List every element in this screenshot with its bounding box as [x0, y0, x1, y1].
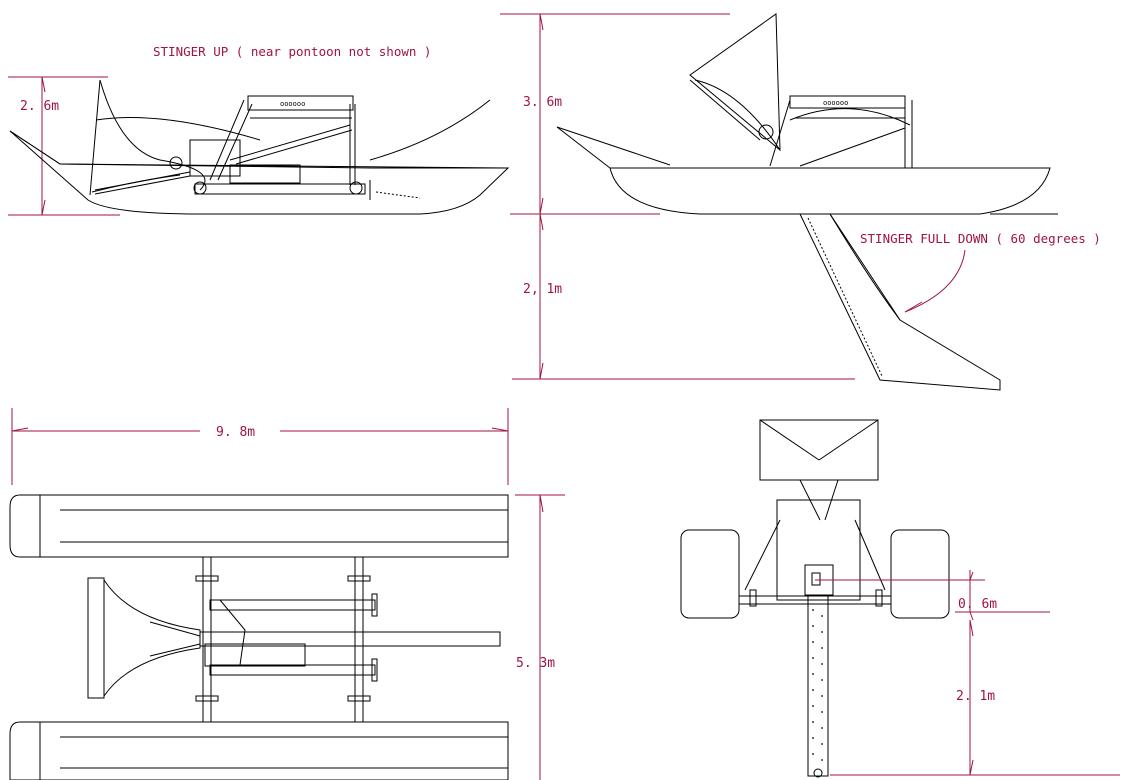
label-stinger-up: STINGER UP ( near pontoon not shown ) — [153, 44, 431, 59]
stinger-lowered — [799, 213, 1001, 391]
dim-front-offset: 0. 6m — [815, 570, 1050, 621]
hopper-funnel — [89, 79, 261, 196]
pontoon-hull-2 — [556, 126, 1051, 215]
dim-length: 9. 8m — [11, 408, 509, 485]
angle-arc — [904, 249, 966, 313]
dim-front-depth: 2. 1m — [830, 619, 1120, 776]
dim-overall-height: 3. 6m — [500, 13, 730, 215]
side-view-stinger-down: 3. 6m 2, 1m oooooo — [500, 13, 1101, 391]
front-pontoon-right — [890, 529, 950, 619]
frame-structure: oooooo — [94, 95, 421, 200]
plan-hopper — [87, 577, 201, 699]
dim-front-depth-text: 2. 1m — [956, 689, 995, 704]
dim-width-text: 5. 3m — [516, 656, 555, 671]
dim-depth-down-text: 2, 1m — [523, 282, 562, 297]
pontoon-hull — [9, 130, 510, 215]
dim-depth-down: 2, 1m — [512, 213, 855, 380]
dim-length-text: 9. 8m — [216, 425, 255, 440]
stinger-perforations — [812, 609, 823, 761]
front-stinger — [807, 595, 829, 777]
dim-side-height: 2. 6m — [8, 76, 120, 216]
dim-overall-height-text: 3. 6m — [523, 95, 562, 110]
dim-side-height-text: 2. 6m — [20, 99, 59, 114]
front-pontoon-left — [680, 529, 740, 619]
hole-marks-1: oooooo — [280, 100, 305, 108]
pontoon-far — [9, 721, 509, 780]
dim-front-offset-text: 0. 6m — [958, 597, 997, 612]
frame-structure-2: oooooo — [769, 95, 913, 168]
hopper-raised — [689, 13, 781, 152]
dim-width: 5. 3m — [515, 494, 565, 780]
side-view-stinger-up: STINGER UP ( near pontoon not shown ) 2.… — [8, 44, 510, 216]
front-hopper — [759, 419, 879, 481]
label-stinger-down: STINGER FULL DOWN ( 60 degrees ) — [860, 231, 1101, 246]
pontoon-near — [9, 494, 509, 558]
plan-view: 9. 8m 5. 3m — [9, 408, 565, 780]
front-view: 0. 6m 2. 1m — [680, 419, 1120, 778]
hole-marks-2: oooooo — [823, 99, 848, 107]
